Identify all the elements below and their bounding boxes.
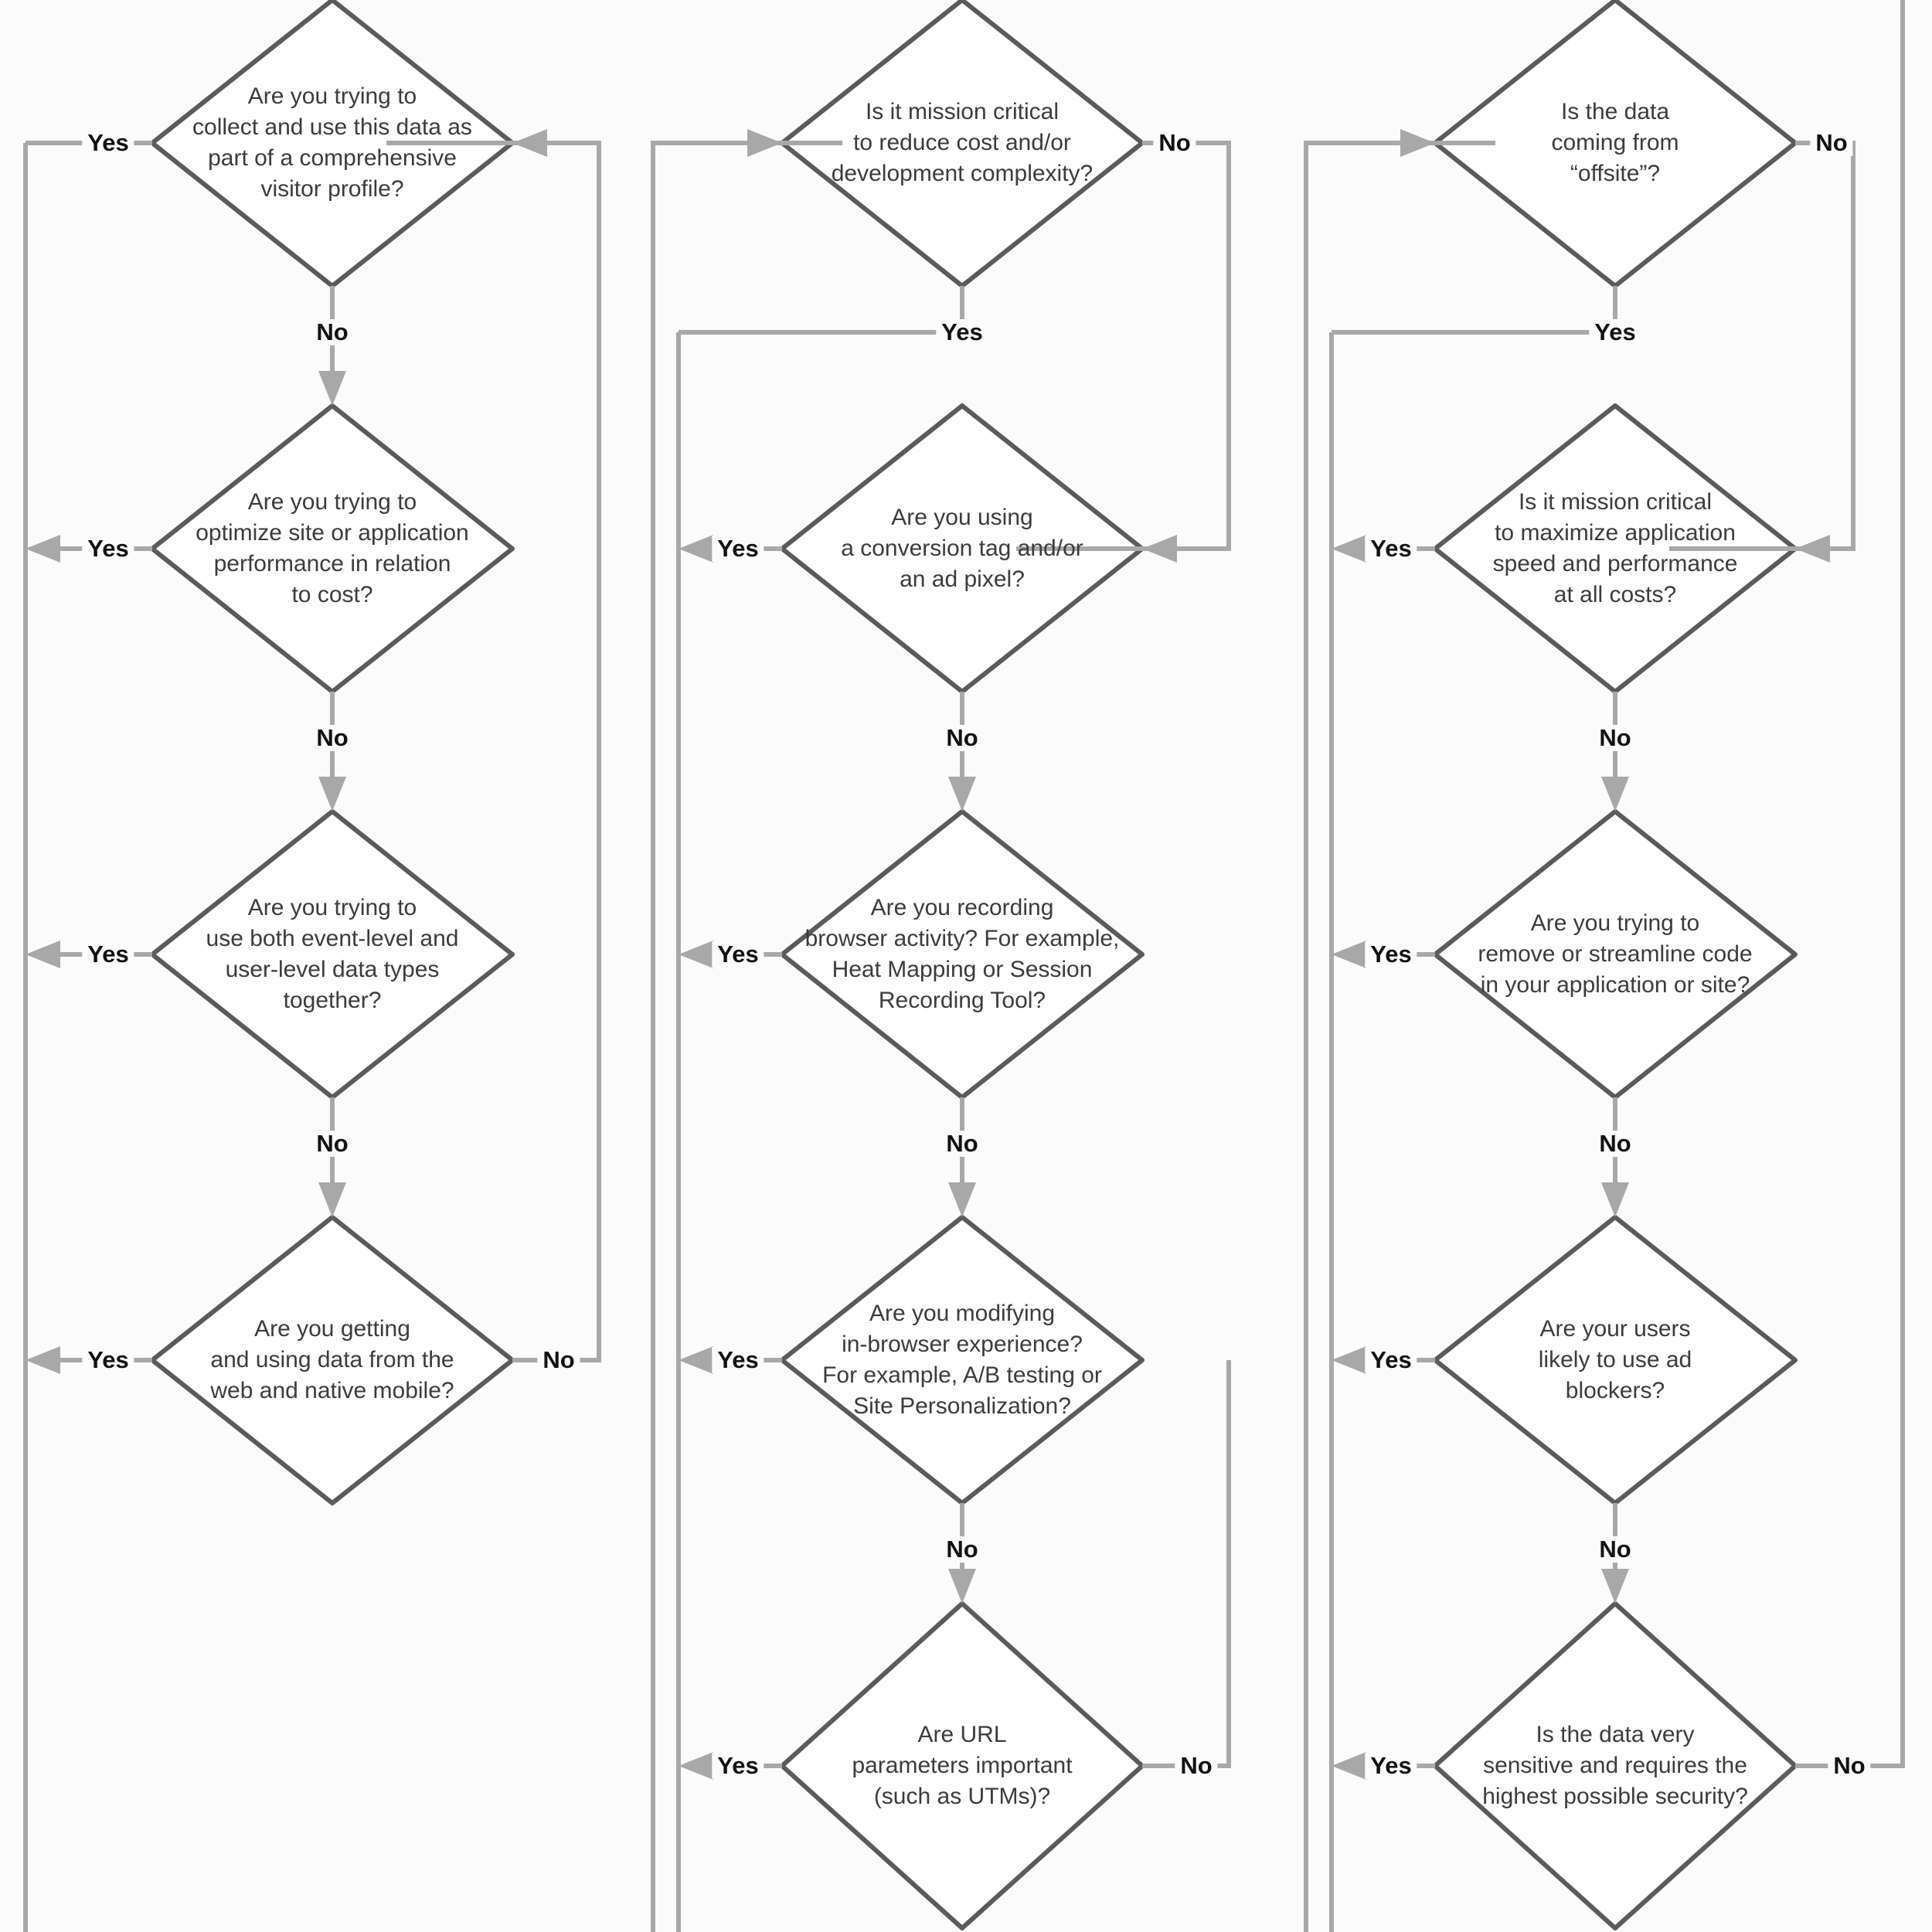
edge-label-n14-yes: Yes: [1365, 1753, 1417, 1779]
arrowhead-n1-no: [318, 371, 346, 406]
node-text-n14: Is the data very sensitive and requires …: [1482, 1722, 1748, 1809]
edge-n10-yes: [1332, 286, 1617, 335]
node-text-n4: Are you getting and using data from the …: [210, 1316, 454, 1403]
node-text-n3: Are you trying to use both event-level a…: [206, 895, 459, 1013]
edge-label-n2-yes: Yes: [82, 536, 134, 562]
rail-col2-entry: [651, 141, 842, 1932]
node-text-n11: Is it mission critical to maximize appli…: [1492, 489, 1738, 607]
node-text-n10: Is the data coming from “offsite”?: [1551, 99, 1679, 186]
arrowhead-n8-no: [948, 1569, 976, 1604]
node-text-n12: Are you trying to remove or streamline c…: [1478, 910, 1753, 998]
edge-label-n13-yes: Yes: [1365, 1347, 1417, 1373]
node-text-n5: Is it mission critical to reduce cost an…: [831, 99, 1094, 186]
node-text-n1: Are you trying to collect and use this d…: [192, 83, 472, 202]
rail-col3-entry: [1304, 141, 1495, 1932]
node-text-n9: Are URL parameters important (such as UT…: [852, 1722, 1073, 1809]
edge-label-n10-yes: Yes: [1589, 319, 1641, 345]
arrowhead-n12-yes: [1332, 940, 1366, 968]
arrowhead-n11-no: [1601, 777, 1629, 811]
arrowhead-n7-no: [948, 1182, 976, 1217]
edge-label-n11-yes: Yes: [1365, 536, 1417, 562]
edge-label-n3-no: No: [311, 1131, 354, 1157]
edge-n14-no: [1795, 0, 1905, 1768]
arrowhead-n13-yes: [1332, 1346, 1366, 1374]
arrowhead-into-n6: [1142, 535, 1177, 563]
edge-label-n6-yes: Yes: [712, 536, 764, 562]
arrowhead-n6-no: [948, 777, 976, 811]
arrowhead-n2-no: [318, 777, 346, 811]
decision-node-n4[interactable]: [150, 1215, 515, 1505]
node-text-n2: Are you trying to optimize site or appli…: [196, 489, 469, 607]
arrowhead-n6-yes: [679, 535, 713, 563]
edge-n9-no: [1142, 1360, 1231, 1768]
edge-label-n9-no: No: [1175, 1753, 1218, 1779]
edge-n5-yes: [679, 286, 964, 335]
edge-label-n5-no: No: [1153, 130, 1196, 156]
arrowhead-n7-yes: [679, 940, 713, 968]
arrowhead-n3-yes: [26, 940, 60, 968]
edge-label-n12-no: No: [1594, 1131, 1637, 1157]
edge-label-n14-no: No: [1828, 1753, 1871, 1779]
arrowhead-into-n11: [1795, 535, 1830, 563]
arrowhead-n12-no: [1601, 1182, 1629, 1217]
node-text-n7: Are you recording browser activity? For …: [804, 895, 1120, 1013]
node-text-n13: Are your users likely to use ad blockers…: [1538, 1316, 1692, 1403]
edge-label-n5-yes: Yes: [936, 319, 988, 345]
edge-label-n9-yes: Yes: [712, 1753, 764, 1779]
arrowhead-into-n5: [747, 129, 782, 157]
edge-label-n12-yes: Yes: [1365, 941, 1417, 968]
node-text-n8: Are you modifying in-browser experience?…: [822, 1301, 1102, 1419]
arrowhead-n14-yes: [1332, 1752, 1366, 1780]
edge-label-n11-no: No: [1594, 725, 1637, 751]
edge-label-n13-no: No: [1594, 1536, 1637, 1563]
decision-node-n14[interactable]: [1433, 1601, 1798, 1930]
arrowhead-n8-yes: [679, 1346, 713, 1374]
arrowhead-n2-yes: [26, 535, 60, 563]
arrowhead-into-n1: [512, 129, 547, 157]
edge-label-n8-yes: Yes: [712, 1347, 764, 1373]
decision-node-n9[interactable]: [780, 1601, 1145, 1930]
node-text-n6: Are you using a conversion tag and/or an…: [841, 505, 1083, 592]
arrowhead-n9-yes: [679, 1752, 713, 1780]
arrowhead-n13-no: [1601, 1569, 1629, 1604]
edge-label-n8-no: No: [940, 1536, 984, 1563]
edge-label-n1-yes: Yes: [82, 130, 134, 156]
arrowhead-into-n10: [1400, 129, 1435, 157]
edge-label-n2-no: No: [311, 725, 354, 751]
arrowhead-n4-yes: [26, 1346, 60, 1374]
edge-label-n3-yes: Yes: [82, 941, 134, 968]
edge-label-n7-no: No: [940, 1131, 984, 1157]
edge-label-n6-no: No: [940, 725, 984, 751]
edge-label-n10-no: No: [1810, 130, 1853, 156]
arrowhead-n11-yes: [1332, 535, 1366, 563]
arrowhead-n3-no: [318, 1182, 346, 1217]
edge-label-n7-yes: Yes: [712, 941, 764, 968]
edge-label-n1-no: No: [311, 319, 354, 345]
edge-label-n4-no: No: [537, 1347, 580, 1373]
edge-n4-no: [386, 141, 601, 1362]
edge-label-n4-yes: Yes: [82, 1347, 134, 1373]
